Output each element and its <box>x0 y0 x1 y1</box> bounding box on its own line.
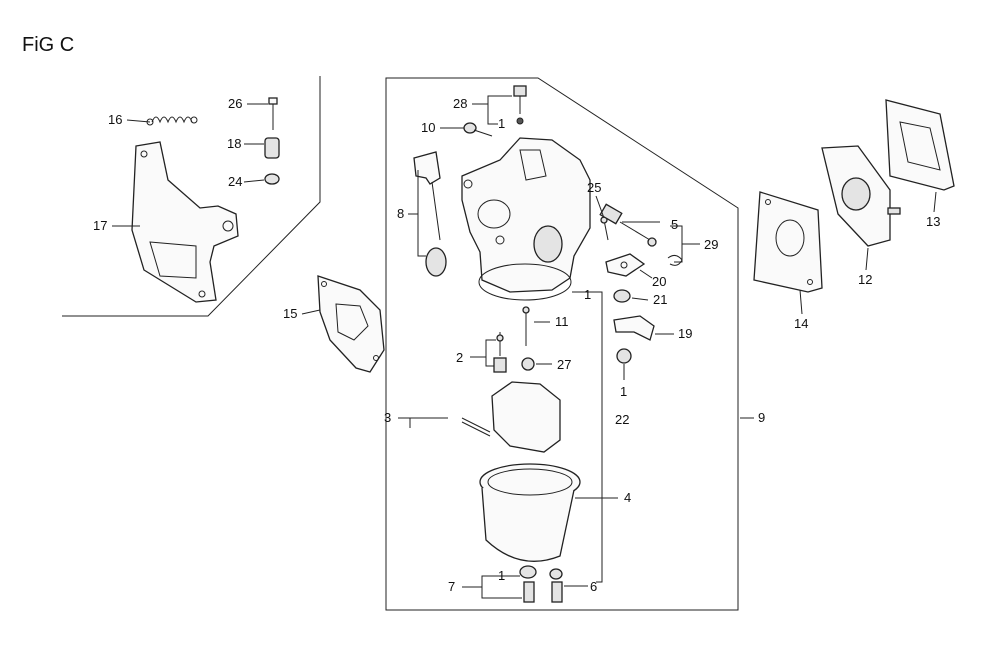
drain-washer-part-1 <box>519 565 537 579</box>
callout-20: 20 <box>652 274 666 289</box>
callout-15: 15 <box>283 306 297 321</box>
callout-13: 13 <box>926 214 940 229</box>
pilot-screw-part-25 <box>600 216 609 241</box>
washer-part-21 <box>613 289 631 303</box>
screw-part-26 <box>268 97 278 130</box>
callout-19: 19 <box>678 326 692 341</box>
callout-27: 27 <box>557 357 571 372</box>
callout-26: 26 <box>228 96 242 111</box>
callout-29: 29 <box>704 237 718 252</box>
callout-4: 4 <box>624 490 631 505</box>
callout-17: 17 <box>93 218 107 233</box>
collar-part-18 <box>264 137 280 159</box>
nut-part-24 <box>264 173 280 185</box>
insulator-gasket-part-15 <box>317 275 385 373</box>
screw-part-28 <box>513 85 527 125</box>
screw-set-part-2 <box>493 332 507 373</box>
callout-9: 9 <box>758 410 765 425</box>
callout-7: 7 <box>448 579 455 594</box>
callout-11: 11 <box>555 314 569 329</box>
bolt-part-7 <box>523 581 535 603</box>
left-subassembly-border <box>62 76 321 317</box>
callout-21: 21 <box>653 292 667 307</box>
carburetor-body <box>461 137 591 301</box>
float-bowl-part-4 <box>479 463 581 562</box>
valve-part-27 <box>521 357 535 371</box>
spring-part-16 <box>146 116 198 126</box>
throttle-screw-part-5 <box>599 203 657 247</box>
float-pin-part-11 <box>522 306 530 346</box>
callout-3: 3 <box>384 410 391 425</box>
insulator-part-12 <box>821 145 901 247</box>
callout-28: 28 <box>453 96 467 111</box>
callout-12: 12 <box>858 272 872 287</box>
choke-lever-part-8 <box>413 151 447 277</box>
gasket-part-13 <box>885 99 955 191</box>
callout-2: 2 <box>456 350 463 365</box>
drain-screw-part-6 <box>549 568 563 603</box>
clip-part-29 <box>667 254 683 266</box>
nut-part-22 <box>616 348 632 364</box>
callout-10: 10 <box>421 120 435 135</box>
callout-24: 24 <box>228 174 242 189</box>
callout-8: 8 <box>397 206 404 221</box>
float-part-3 <box>461 381 561 453</box>
figure-title: FiG C <box>22 34 75 56</box>
callout-6: 6 <box>590 579 597 594</box>
bracket-part-17 <box>131 141 239 303</box>
callout-1-top: 1 <box>498 116 505 131</box>
leader-lines <box>112 95 937 599</box>
carburetor-assembly-border <box>385 77 739 611</box>
screw-part-10 <box>463 122 493 137</box>
callout-18: 18 <box>227 136 241 151</box>
callout-5: 5 <box>671 217 678 232</box>
callout-14: 14 <box>794 316 808 331</box>
gasket-part-14 <box>753 191 823 293</box>
callout-25: 25 <box>587 180 601 195</box>
gasket-part-20 <box>605 253 646 277</box>
callout-1-bottom: 1 <box>498 568 505 583</box>
callout-1-mid: 1 <box>584 287 591 302</box>
lever-part-19 <box>613 315 655 341</box>
callout-16: 16 <box>108 112 122 127</box>
callout-22: 22 <box>615 412 629 427</box>
callout-1-right: 1 <box>620 384 627 399</box>
